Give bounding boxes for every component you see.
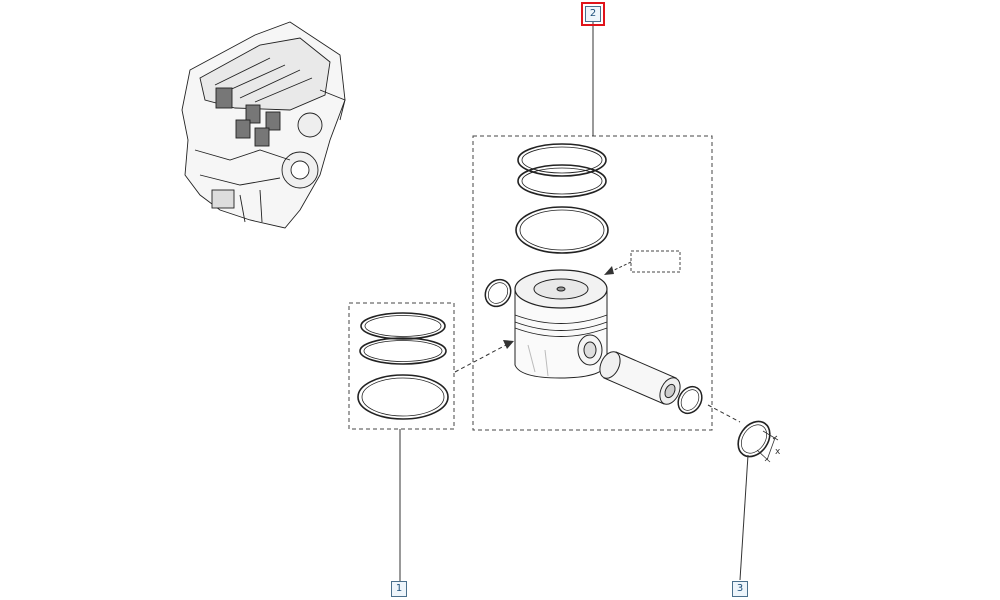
piston-icon bbox=[514, 269, 608, 379]
callout-3[interactable]: 3 bbox=[732, 581, 748, 597]
callout-2[interactable]: 2 bbox=[581, 2, 605, 26]
dimension-marker bbox=[756, 430, 779, 463]
piston-ring-top-set-icon bbox=[515, 143, 609, 254]
circlip-icon bbox=[737, 420, 771, 458]
piston-circlip-left-icon bbox=[484, 278, 512, 308]
reference-arrowhead bbox=[604, 266, 614, 275]
leader-line-3 bbox=[739, 454, 749, 581]
piston-ring-set-icon bbox=[357, 312, 449, 420]
ring-set-arrowhead bbox=[503, 340, 514, 349]
engine-overview-illustration bbox=[181, 21, 346, 229]
ring-set-arrow bbox=[454, 344, 507, 373]
ring-set-group-box bbox=[348, 302, 455, 430]
dimension-label: x bbox=[775, 447, 781, 457]
reference-arrow bbox=[609, 261, 632, 273]
reference-box bbox=[630, 250, 681, 273]
piston-circlip-right-icon bbox=[677, 385, 703, 415]
piston-pin-icon bbox=[599, 351, 681, 405]
callout-1[interactable]: 1 bbox=[391, 581, 407, 597]
circlip-arrow bbox=[707, 404, 741, 423]
